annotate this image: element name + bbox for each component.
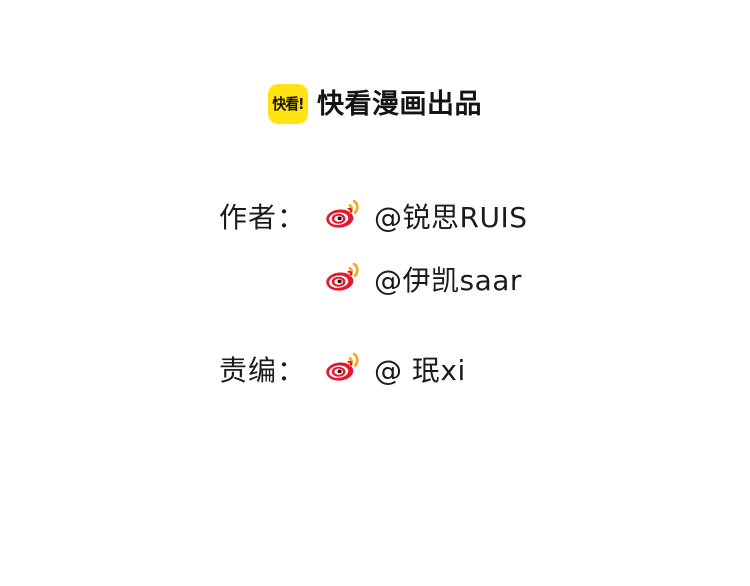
credit-handle-author-secondary[interactable]: @伊凯saar [374,264,522,297]
weibo-icon [326,262,359,291]
credit-handle-author[interactable]: @锐思RUIS [374,201,528,234]
weibo-icon [326,199,359,228]
credit-handle-editor[interactable]: @ 珉xi [374,354,466,387]
publisher-title: 快看漫画出品 [317,88,482,120]
credit-label-editor: 责编： [219,354,307,387]
credit-row-author-secondary: 作者： @伊凯saar [219,261,522,301]
publisher-row: 快看! 快看漫画出品 [0,84,750,124]
kuaikan-logo-icon: 快看! [268,84,308,124]
credit-row-editor: 责编： @ 珉xi [219,351,466,391]
credit-row-author: 作者： @锐思RUIS [219,198,527,238]
weibo-icon [326,352,359,381]
credit-label-author: 作者： [219,201,307,234]
kuaikan-logo-text: 快看! [272,94,304,113]
